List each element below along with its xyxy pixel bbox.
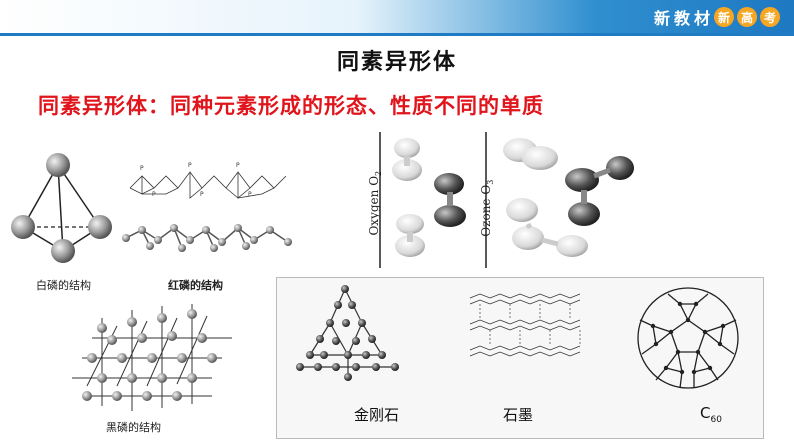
white-phosphorus-structure bbox=[11, 153, 112, 263]
brand-char-3: 材 bbox=[693, 9, 711, 28]
red-phosphorus-caption: 红磷的结构 bbox=[168, 279, 223, 292]
header-bar bbox=[0, 0, 794, 34]
slide-title: 同素异形体 bbox=[336, 50, 457, 75]
brand-char-1: 新 bbox=[653, 9, 671, 28]
definition-text: 同素异形体：同种元素形成的形态、性质不同的单质 bbox=[38, 94, 544, 118]
white-phosphorus-caption: 白磷的结构 bbox=[36, 279, 91, 292]
oxygen-ozone-structure bbox=[379, 132, 634, 268]
diamond-caption: 金刚石 bbox=[354, 406, 400, 424]
diamond-structure bbox=[296, 285, 399, 381]
oxygen-label: Oxygen O2 bbox=[367, 168, 383, 238]
oxygen-text: Oxygen bbox=[366, 189, 381, 236]
svg-text:P: P bbox=[200, 191, 204, 198]
header-divider bbox=[0, 33, 794, 36]
brand-circle-3: 考 bbox=[760, 7, 780, 27]
black-phosphorus-caption: 黑磷的结构 bbox=[106, 421, 161, 434]
c60-structure bbox=[637, 287, 739, 389]
brand-logo: 新 教 材 新 高 考 bbox=[654, 6, 780, 28]
graphite-caption: 石墨 bbox=[503, 406, 534, 424]
svg-text:P: P bbox=[236, 162, 240, 169]
svg-text:P: P bbox=[140, 165, 144, 172]
ozone-text: Ozone bbox=[478, 198, 493, 237]
ozone-label: Ozone O3 bbox=[479, 173, 495, 243]
svg-text:P: P bbox=[188, 162, 192, 169]
brand-char-2: 教 bbox=[673, 9, 691, 28]
red-phosphorus-structure: P P P P P P bbox=[122, 162, 292, 252]
brand-circle-2: 高 bbox=[737, 7, 757, 27]
c60-subscript: 60 bbox=[710, 415, 722, 425]
graphite-structure bbox=[469, 293, 581, 357]
c60-text: C bbox=[700, 404, 711, 422]
ozone-formula: O3 bbox=[478, 179, 496, 195]
oxygen-formula: O2 bbox=[366, 170, 384, 186]
black-phosphorus-structure bbox=[72, 304, 232, 411]
brand-circle-1: 新 bbox=[714, 7, 734, 27]
svg-text:P: P bbox=[152, 191, 156, 198]
svg-text:P: P bbox=[248, 191, 252, 198]
c60-caption: C60 bbox=[700, 404, 722, 425]
